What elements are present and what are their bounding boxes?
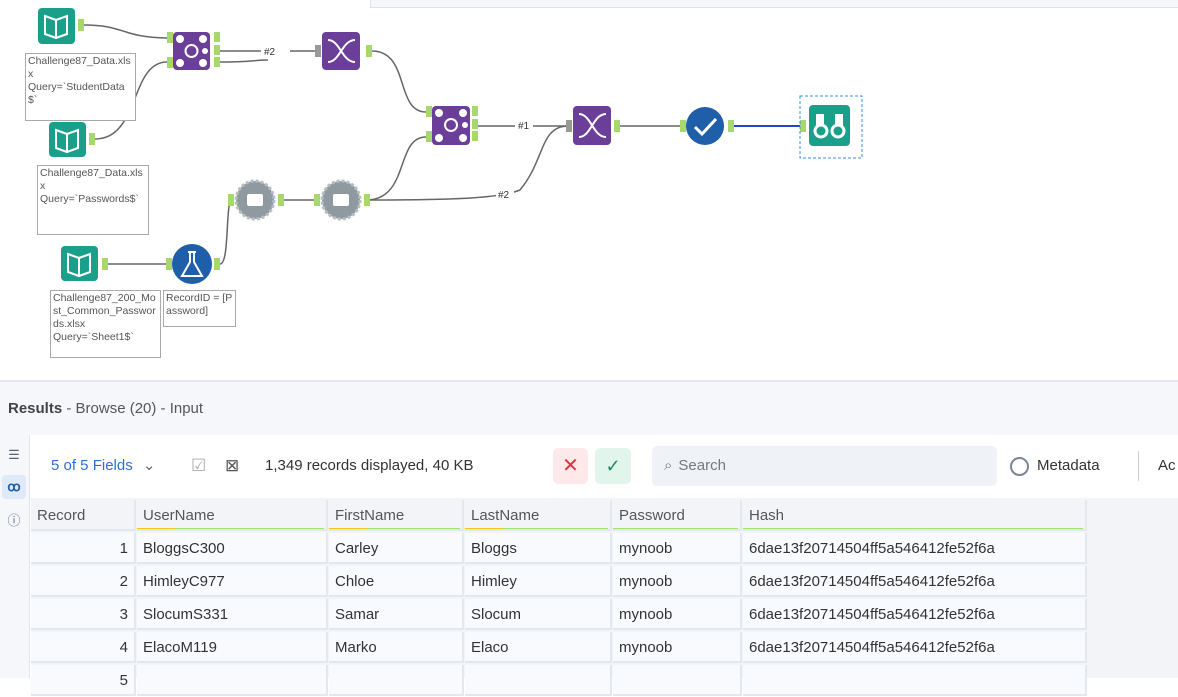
connection bbox=[371, 50, 427, 113]
table-cell bbox=[329, 665, 464, 696]
connection-label: #2 bbox=[264, 47, 276, 58]
list-icon[interactable]: ☰ bbox=[8, 447, 20, 462]
input-data-icon bbox=[38, 8, 75, 44]
fields-dropdown[interactable]: 5 of 5 Fields ⌄ bbox=[51, 435, 155, 497]
table-cell: ElacoM119 bbox=[137, 632, 328, 663]
table-cell: mynoob bbox=[613, 566, 742, 597]
annotation: Challenge87_200_Most_Common_Passwords.xl… bbox=[50, 290, 161, 358]
table-cell: Carley bbox=[329, 533, 464, 564]
table-cell: Himley bbox=[465, 566, 612, 597]
search-placeholder: Search bbox=[678, 457, 726, 474]
join-icon bbox=[432, 106, 470, 145]
join-icon bbox=[173, 32, 210, 70]
field-quality-bar bbox=[329, 528, 460, 529]
binoculars-icon[interactable]: ꝏ bbox=[2, 475, 26, 499]
metadata-toggle[interactable]: Metadata bbox=[1010, 435, 1100, 497]
gear-macro-icon bbox=[320, 179, 362, 221]
connection-label: #2 bbox=[498, 190, 510, 201]
radio-icon bbox=[1010, 456, 1029, 476]
divider bbox=[1138, 451, 1139, 481]
chevron-down-icon: ⌄ bbox=[142, 457, 156, 474]
table-cell: Marko bbox=[329, 632, 464, 663]
fields-label: 5 of 5 Fields bbox=[51, 457, 133, 474]
table-cell: BloggsC300 bbox=[137, 533, 328, 564]
table-cell: Slocum bbox=[465, 599, 612, 630]
table-cell: 4 bbox=[31, 632, 136, 663]
table-cell: 6dae13f20714504ff5a546412fe52f6a bbox=[743, 533, 1087, 564]
input-data-icon bbox=[49, 122, 86, 157]
annotation: Challenge87_Data.xlsx Query=`Passwords$` bbox=[37, 165, 149, 235]
search-input[interactable]: ⌕ Search bbox=[652, 446, 997, 486]
column-header[interactable]: Password bbox=[613, 500, 742, 531]
table-cell bbox=[613, 665, 742, 696]
annotation: RecordID = [Password] bbox=[163, 290, 236, 327]
connection bbox=[219, 199, 233, 265]
results-subtitle: - Browse (20) - Input bbox=[62, 400, 204, 417]
connection bbox=[83, 24, 168, 39]
field-quality-bar bbox=[465, 528, 608, 529]
deselect-all-checkbox-icon[interactable]: ⊠ bbox=[225, 456, 240, 475]
check-icon[interactable]: ✓ bbox=[595, 448, 631, 484]
connection bbox=[219, 59, 269, 63]
select-all-checkbox-icon[interactable]: ☑ bbox=[191, 456, 207, 475]
table-cell: Elaco bbox=[465, 632, 612, 663]
table-cell: 5 bbox=[31, 665, 136, 696]
connection-labels: #2 #1 #2 bbox=[261, 44, 533, 201]
records-info: 1,349 records displayed, 40 KB bbox=[265, 457, 474, 474]
input-data-icon bbox=[61, 246, 98, 281]
table-cell: 2 bbox=[31, 566, 136, 597]
connection-label: #1 bbox=[518, 121, 530, 132]
anchors bbox=[78, 19, 806, 270]
table-cell: mynoob bbox=[613, 632, 742, 663]
table-cell: 1 bbox=[31, 533, 136, 564]
table-cell: Chloe bbox=[329, 566, 464, 597]
selection-box bbox=[799, 95, 863, 159]
connection bbox=[365, 136, 427, 201]
column-header[interactable]: Hash bbox=[743, 500, 1087, 531]
table-cell: mynoob bbox=[613, 533, 742, 564]
actions-button[interactable]: Ac bbox=[1158, 457, 1176, 474]
annotation: Challenge87_Data.xlsx Query=`StudentData… bbox=[25, 53, 136, 121]
results-header: Results - Browse (20) - Input bbox=[0, 380, 1178, 435]
table-cell: 3 bbox=[31, 599, 136, 630]
browse-binoculars-icon bbox=[809, 105, 850, 146]
dna-hash-icon bbox=[573, 106, 611, 145]
connection bbox=[365, 125, 569, 201]
workflow-canvas[interactable]: #2 #1 #2 Challenge87_Data.xlsx Query=`St… bbox=[0, 0, 1178, 378]
table-cell bbox=[465, 665, 612, 696]
table-cell: Samar bbox=[329, 599, 464, 630]
field-quality-bar bbox=[613, 528, 738, 529]
table-cell: SlocumS331 bbox=[137, 599, 328, 630]
dna-hash-icon bbox=[322, 32, 360, 70]
formula-flask-icon bbox=[172, 244, 212, 284]
table-cell: mynoob bbox=[613, 599, 742, 630]
table-cell: 6dae13f20714504ff5a546412fe52f6a bbox=[743, 566, 1087, 597]
table-cell: Bloggs bbox=[465, 533, 612, 564]
workflow-diagram: #2 #1 #2 bbox=[38, 8, 863, 284]
field-quality-bar bbox=[137, 528, 324, 529]
results-title: Results bbox=[8, 400, 63, 417]
test-check-icon bbox=[686, 107, 724, 145]
search-icon: ⌕ bbox=[664, 457, 673, 474]
table-cell: HimleyC977 bbox=[137, 566, 328, 597]
metadata-label: Metadata bbox=[1037, 457, 1100, 474]
field-quality-bar bbox=[743, 528, 1083, 529]
column-header[interactable]: FirstName bbox=[329, 500, 464, 531]
table-cell: 6dae13f20714504ff5a546412fe52f6a bbox=[743, 632, 1087, 663]
canvas-top-panel bbox=[370, 0, 1178, 8]
table-cell bbox=[743, 665, 1087, 696]
close-x-icon[interactable]: ✕ bbox=[553, 448, 588, 484]
help-icon[interactable]: ⓘ bbox=[7, 513, 21, 528]
results-sidebar: ☰ ꝏ ⓘ bbox=[0, 435, 30, 678]
column-header[interactable]: Record bbox=[31, 500, 136, 531]
results-toolbar: 5 of 5 Fields ⌄ ☑ ⊠ 1,349 records displa… bbox=[31, 435, 1178, 497]
column-header[interactable]: UserName bbox=[137, 500, 328, 531]
table-cell bbox=[137, 665, 328, 696]
table-cell: 6dae13f20714504ff5a546412fe52f6a bbox=[743, 599, 1087, 630]
column-header[interactable]: LastName bbox=[465, 500, 612, 531]
gear-macro-icon bbox=[234, 179, 276, 221]
